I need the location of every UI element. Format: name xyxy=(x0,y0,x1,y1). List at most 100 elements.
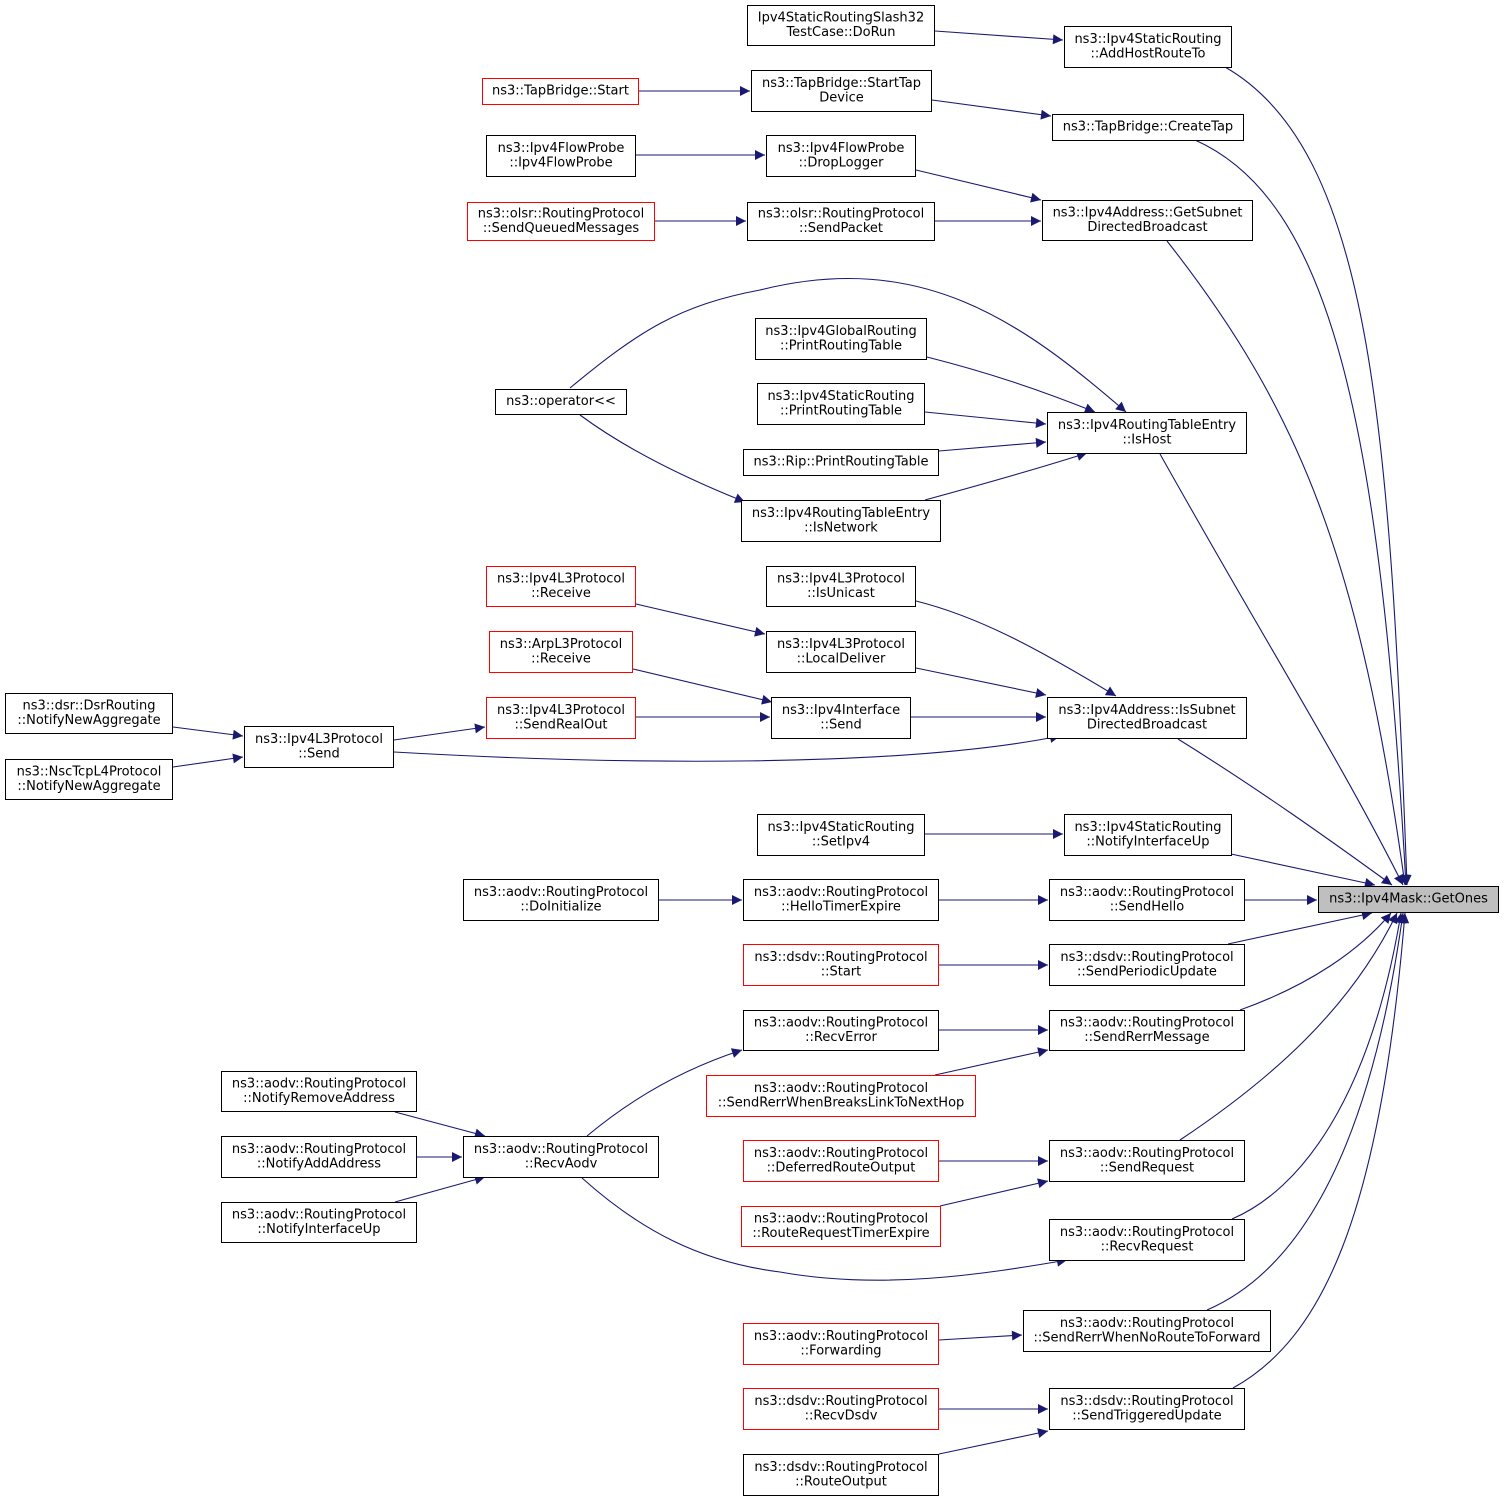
node-box xyxy=(482,78,639,105)
node-box xyxy=(1047,412,1247,454)
node-operator[interactable]: ns3::operator<< xyxy=(495,389,627,415)
node-label-line: ns3::Ipv4StaticRouting xyxy=(767,389,914,404)
node-box xyxy=(743,1454,939,1496)
node-label-line: ns3::Ipv4StaticRouting xyxy=(767,820,914,835)
node-aodv_rerrnoroute[interactable]: ns3::aodv::RoutingProtocol::SendRerrWhen… xyxy=(1023,1310,1271,1352)
node-dsdv_triggered[interactable]: ns3::dsdv::RoutingProtocol::SendTriggere… xyxy=(1049,1388,1245,1430)
node-label-line: ns3::dsdv::RoutingProtocol xyxy=(1060,1394,1233,1409)
node-aodv_rreqtimer[interactable]: ns3::aodv::RoutingProtocol::RouteRequest… xyxy=(741,1206,941,1247)
node-label-line: ns3::aodv::RoutingProtocol xyxy=(754,1081,928,1096)
node-label-line: ns3::NscTcpL4Protocol xyxy=(17,764,162,779)
node-dsdv_routeoutput[interactable]: ns3::dsdv::RoutingProtocol::RouteOutput xyxy=(743,1454,939,1496)
node-label-line: ns3::Ipv4L3Protocol xyxy=(497,571,625,586)
node-static_print[interactable]: ns3::Ipv4StaticRouting::PrintRoutingTabl… xyxy=(757,383,925,425)
node-aodv_doinit[interactable]: ns3::aodv::RoutingProtocol::DoInitialize xyxy=(463,879,659,921)
node-box xyxy=(221,1071,417,1112)
edge-line xyxy=(924,451,1088,501)
node-getones[interactable]: ns3::Ipv4Mask::GetOnes xyxy=(1318,886,1499,913)
node-box xyxy=(1318,886,1499,913)
node-label-line: ::Forwarding xyxy=(800,1343,881,1358)
edge-line xyxy=(394,1174,486,1203)
node-l3_isunicast[interactable]: ns3::Ipv4L3Protocol::IsUnicast xyxy=(766,566,916,607)
node-aodv_notifyup[interactable]: ns3::aodv::RoutingProtocol::NotifyInterf… xyxy=(221,1202,417,1243)
node-iface_send[interactable]: ns3::Ipv4Interface::Send xyxy=(771,697,911,739)
call-edge-dsdv_routeoutput-to-dsdv_triggered xyxy=(938,1428,1049,1455)
node-box xyxy=(743,1323,939,1365)
call-edge-isnetwork-to-ishost xyxy=(924,451,1088,501)
node-aodv_deferred[interactable]: ns3::aodv::RoutingProtocol::DeferredRout… xyxy=(743,1140,939,1182)
node-label-line: ::SendPacket xyxy=(799,221,883,236)
node-l3_send[interactable]: ns3::Ipv4L3Protocol::Send xyxy=(244,726,394,768)
node-tb_start[interactable]: ns3::TapBridge::Start xyxy=(482,78,639,105)
call-edge-ishost-to-getones xyxy=(1159,453,1404,886)
node-aodv_notifyadd[interactable]: ns3::aodv::RoutingProtocol::NotifyAddAdd… xyxy=(221,1136,417,1178)
node-dsdv_recvdsdv[interactable]: ns3::dsdv::RoutingProtocol::RecvDsdv xyxy=(743,1388,939,1430)
node-dsdv_periodic[interactable]: ns3::dsdv::RoutingProtocol::SendPeriodic… xyxy=(1049,944,1245,986)
node-arp_receive[interactable]: ns3::ArpL3Protocol::Receive xyxy=(489,631,633,673)
call-edge-droplogger-to-getsubnet xyxy=(915,169,1042,203)
node-label-line: ns3::Ipv4Address::IsSubnet xyxy=(1058,703,1235,718)
node-label-line: ns3::ArpL3Protocol xyxy=(500,637,622,652)
node-olsr_sendpacket[interactable]: ns3::olsr::RoutingProtocol::SendPacket xyxy=(747,202,935,241)
node-box xyxy=(757,814,925,856)
node-label-line: ns3::TapBridge::StartTap xyxy=(762,76,921,91)
node-label-line: ::SendQueuedMessages xyxy=(483,221,639,236)
node-rip_print[interactable]: ns3::Rip::PrintRoutingTable xyxy=(743,449,939,476)
node-label-line: ns3::Ipv4L3Protocol xyxy=(777,571,905,586)
node-box xyxy=(743,944,939,986)
node-l3_localdeliver[interactable]: ns3::Ipv4L3Protocol::LocalDeliver xyxy=(766,631,916,673)
node-label-line: ns3::aodv::RoutingProtocol xyxy=(1060,1225,1234,1240)
node-isnetwork[interactable]: ns3::Ipv4RoutingTableEntry::IsNetwork xyxy=(741,500,941,542)
edge-line xyxy=(393,723,486,741)
node-box xyxy=(5,693,173,734)
node-dsdv_start[interactable]: ns3::dsdv::RoutingProtocol::Start xyxy=(743,944,939,986)
node-issubnet[interactable]: ns3::Ipv4Address::IsSubnetDirectedBroadc… xyxy=(1047,697,1247,739)
node-box xyxy=(706,1075,976,1117)
node-label-line: ns3::operator<< xyxy=(506,394,616,409)
node-aodv_forwarding[interactable]: ns3::aodv::RoutingProtocol::Forwarding xyxy=(743,1323,939,1365)
node-flowprobe[interactable]: ns3::Ipv4FlowProbe::Ipv4FlowProbe xyxy=(486,135,636,177)
node-getsubnet[interactable]: ns3::Ipv4Address::GetSubnetDirectedBroad… xyxy=(1042,200,1253,241)
node-tb_createtap[interactable]: ns3::TapBridge::CreateTap xyxy=(1052,114,1244,141)
node-label-line: ::NotifyAddAddress xyxy=(257,1156,381,1171)
call-edge-static_notifyup-to-getones xyxy=(1230,853,1376,888)
node-static_notifyup[interactable]: ns3::Ipv4StaticRouting::NotifyInterfaceU… xyxy=(1064,814,1232,856)
node-global_print[interactable]: ns3::Ipv4GlobalRouting::PrintRoutingTabl… xyxy=(755,318,927,360)
node-dsr_notify[interactable]: ns3::dsr::DsrRouting::NotifyNewAggregate xyxy=(5,693,173,734)
node-aodv_hellotimer[interactable]: ns3::aodv::RoutingProtocol::HelloTimerEx… xyxy=(743,879,939,921)
node-droplogger[interactable]: ns3::Ipv4FlowProbe::DropLogger xyxy=(766,135,916,177)
node-aodv_recvrequest[interactable]: ns3::aodv::RoutingProtocol::RecvRequest xyxy=(1049,1219,1245,1261)
node-box xyxy=(743,1010,939,1051)
node-label-line: ns3::dsdv::RoutingProtocol xyxy=(754,950,927,965)
call-edge-rip_print-to-ishost xyxy=(938,437,1047,452)
node-olsr_sendqueued[interactable]: ns3::olsr::RoutingProtocol::SendQueuedMe… xyxy=(467,202,655,241)
node-aodv_sendhello[interactable]: ns3::aodv::RoutingProtocol::SendHello xyxy=(1049,879,1245,921)
edge-line xyxy=(632,668,773,705)
node-aodv_sendrequest[interactable]: ns3::aodv::RoutingProtocol::SendRequest xyxy=(1049,1140,1245,1182)
node-l3_sendrealout[interactable]: ns3::Ipv4L3Protocol::SendRealOut xyxy=(486,697,636,739)
node-label-line: ns3::aodv::RoutingProtocol xyxy=(754,1146,928,1161)
edge-layer xyxy=(172,30,1412,1455)
node-box xyxy=(755,318,927,360)
call-edge-l3_send-to-issubnet xyxy=(393,733,1061,762)
node-aodv_recvaodv[interactable]: ns3::aodv::RoutingProtocol::RecvAodv xyxy=(463,1136,659,1178)
node-box xyxy=(1049,1010,1245,1051)
node-label-line: ::IsUnicast xyxy=(807,586,875,601)
node-label-line: ::HelloTimerExpire xyxy=(781,899,901,914)
call-edge-dsdv_triggered-to-getones xyxy=(1232,912,1410,1389)
node-static_setipv4[interactable]: ns3::Ipv4StaticRouting::SetIpv4 xyxy=(757,814,925,856)
node-aodv_sendrerr[interactable]: ns3::aodv::RoutingProtocol::SendRerrMess… xyxy=(1049,1010,1245,1051)
node-label-line: ns3::aodv::RoutingProtocol xyxy=(232,1207,406,1222)
node-ishost[interactable]: ns3::Ipv4RoutingTableEntry::IsHost xyxy=(1047,412,1247,454)
node-aodv_rerrbreaks[interactable]: ns3::aodv::RoutingProtocol::SendRerrWhen… xyxy=(706,1075,976,1117)
node-ipv4static_addhost[interactable]: ns3::Ipv4StaticRouting::AddHostRouteTo xyxy=(1064,26,1232,68)
node-aodv_notifyremove[interactable]: ns3::aodv::RoutingProtocol::NotifyRemove… xyxy=(221,1071,417,1112)
node-label-line: ns3::dsdv::RoutingProtocol xyxy=(754,1394,927,1409)
node-label-line: ns3::Ipv4FlowProbe xyxy=(778,141,905,156)
node-label-line: ::DropLogger xyxy=(799,155,885,170)
node-nsc_notify[interactable]: ns3::NscTcpL4Protocol::NotifyNewAggregat… xyxy=(5,759,173,800)
node-aodv_recverror[interactable]: ns3::aodv::RoutingProtocol::RecvError xyxy=(743,1010,939,1051)
node-l3_receive[interactable]: ns3::Ipv4L3Protocol::Receive xyxy=(486,566,636,607)
